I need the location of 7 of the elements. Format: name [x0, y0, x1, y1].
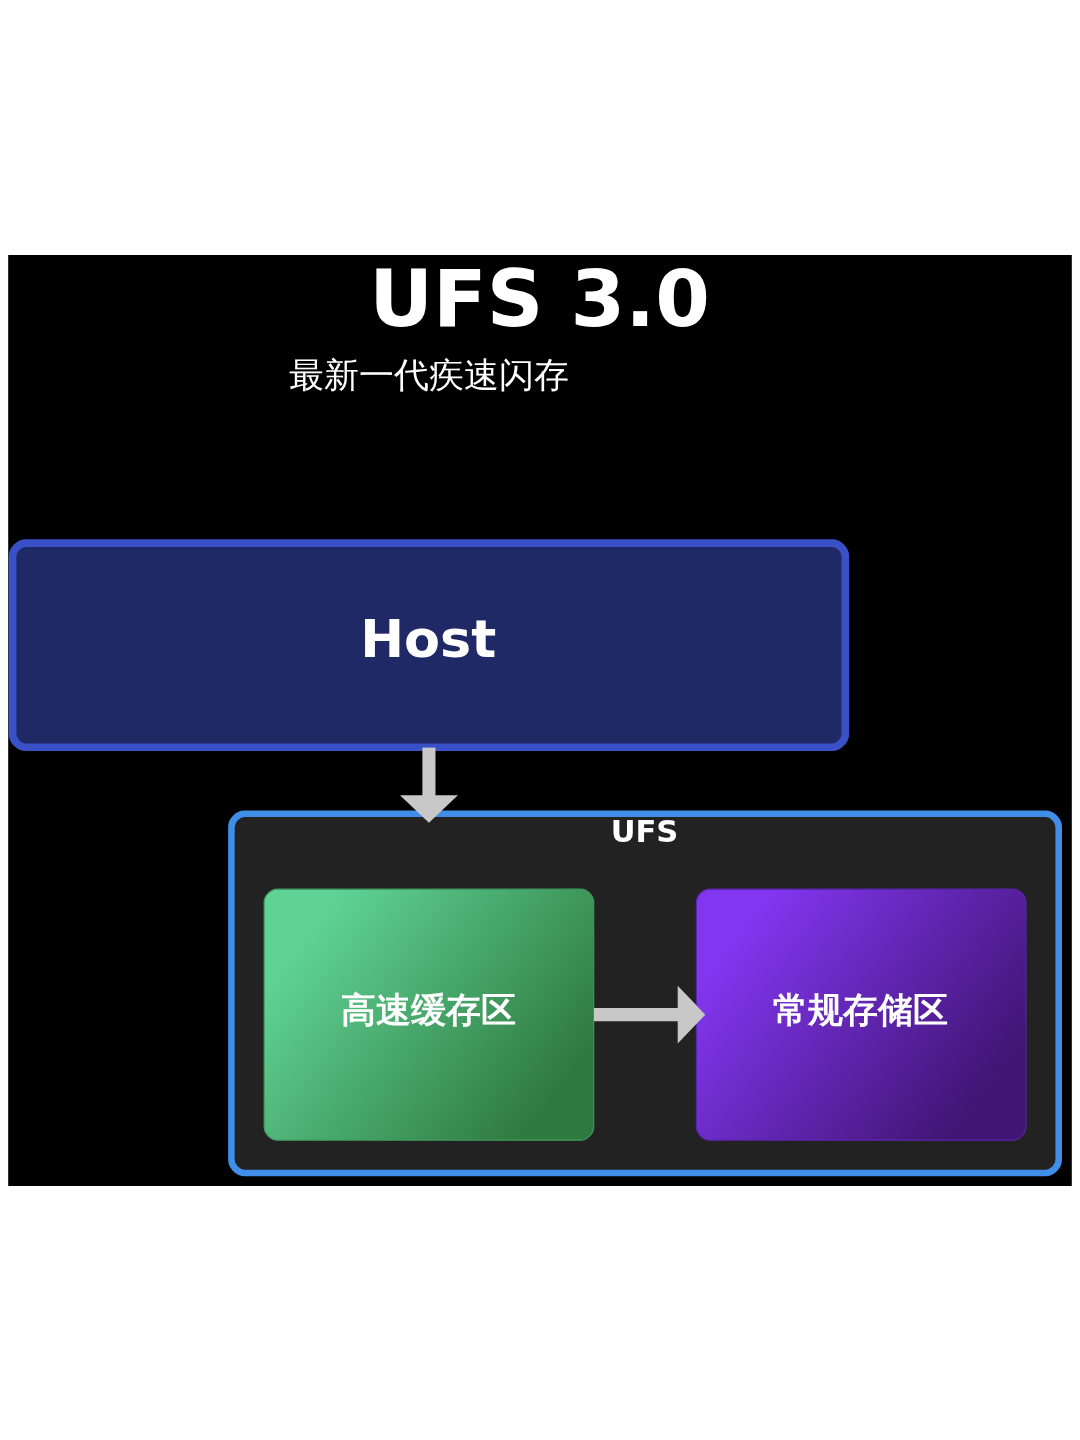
diagram-title: UFS 3.0	[369, 252, 710, 345]
arrow	[399, 747, 458, 823]
node-box: 高速缓存区	[263, 888, 595, 1141]
node-box: 常规存储区	[695, 888, 1027, 1141]
node-box: Host	[8, 538, 850, 751]
arrow	[594, 985, 706, 1044]
label: 最新一代疾速闪存	[288, 354, 569, 395]
